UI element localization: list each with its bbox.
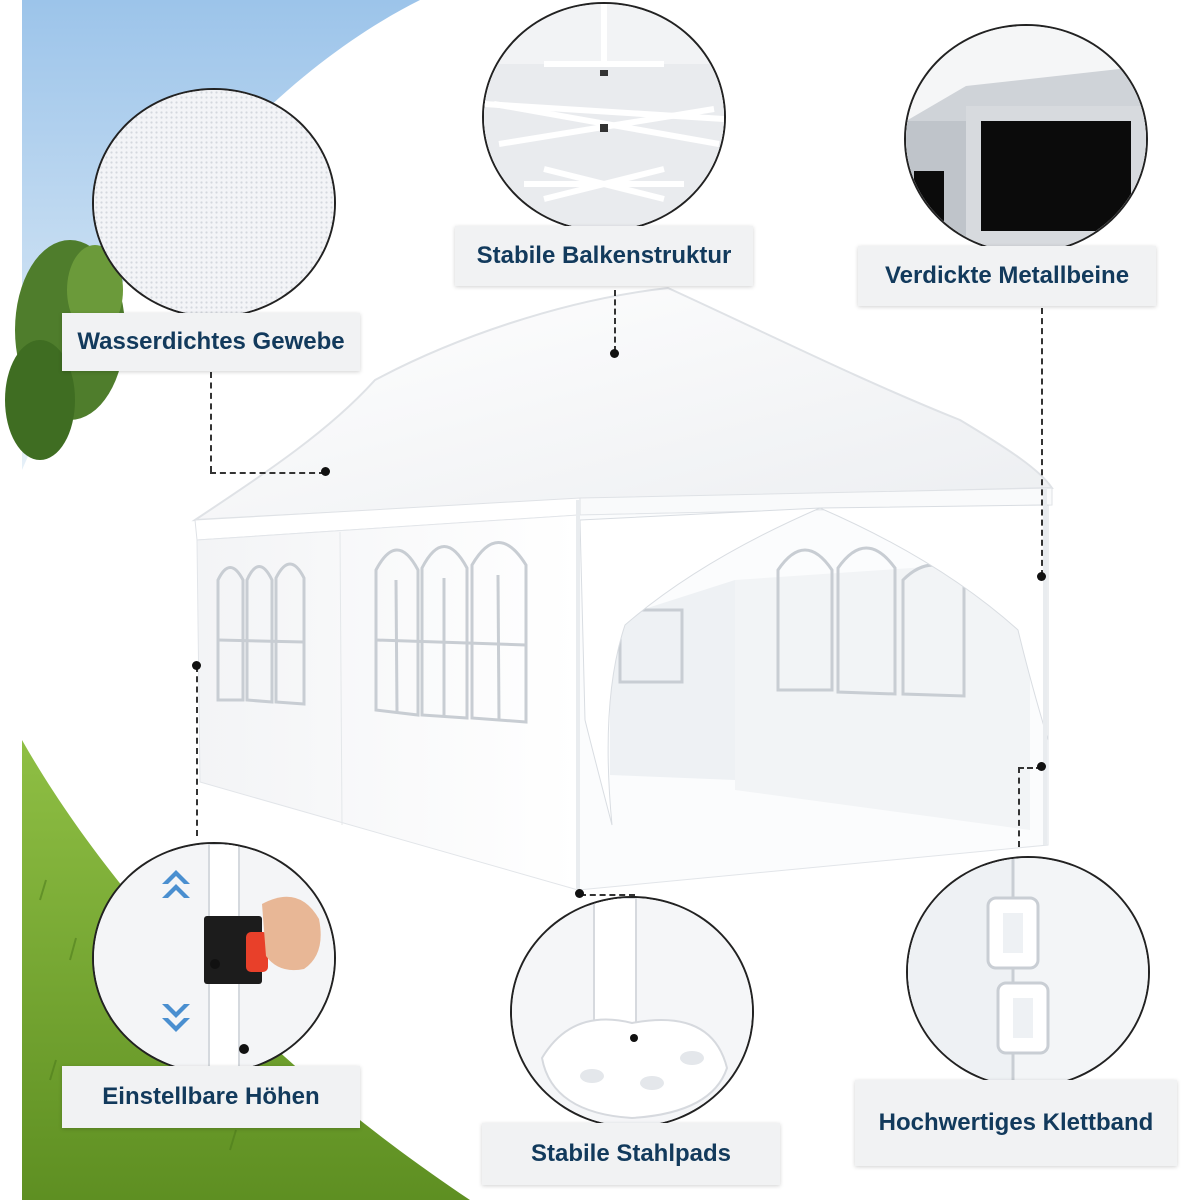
- leader-dot: [321, 467, 330, 476]
- leader-dot: [1037, 572, 1046, 581]
- feature-label-beam-structure: Stabile Balkenstruktur: [455, 226, 753, 286]
- feature-label-metal-legs: Verdickte Metallbeine: [858, 246, 1156, 306]
- leader-dot: [610, 349, 619, 358]
- leader-dot: [1037, 762, 1046, 771]
- feature-label-steel-pads: Stabile Stahlpads: [482, 1123, 780, 1185]
- tent-roof: [191, 286, 1054, 522]
- leader-line: [1041, 308, 1043, 576]
- leader-line: [580, 894, 635, 896]
- feature-label-velcro: Hochwertiges Klettband: [855, 1080, 1177, 1166]
- leader-line: [1018, 767, 1020, 847]
- height-adjust-icon: [92, 842, 336, 1074]
- beam-frame-icon: [482, 2, 726, 232]
- steel-pad-icon: [510, 896, 754, 1128]
- leader-dot: [575, 889, 584, 898]
- sky-background: [22, 0, 420, 470]
- leader-line: [210, 472, 325, 474]
- leader-line: [210, 372, 212, 472]
- velcro-clip-icon: [906, 856, 1150, 1088]
- tent-side-wall: [196, 514, 579, 891]
- fabric-texture-icon: [92, 88, 336, 318]
- feature-label-adjustable-height: Einstellbare Höhen: [62, 1066, 360, 1128]
- leader-dot: [192, 661, 201, 670]
- feature-label-waterproof: Wasserdichtes Gewebe: [62, 313, 360, 371]
- leader-line: [196, 666, 198, 836]
- leader-line: [1018, 767, 1042, 769]
- side-windows: [216, 541, 528, 724]
- metal-tube-icon: [904, 24, 1148, 254]
- leader-line: [614, 290, 616, 352]
